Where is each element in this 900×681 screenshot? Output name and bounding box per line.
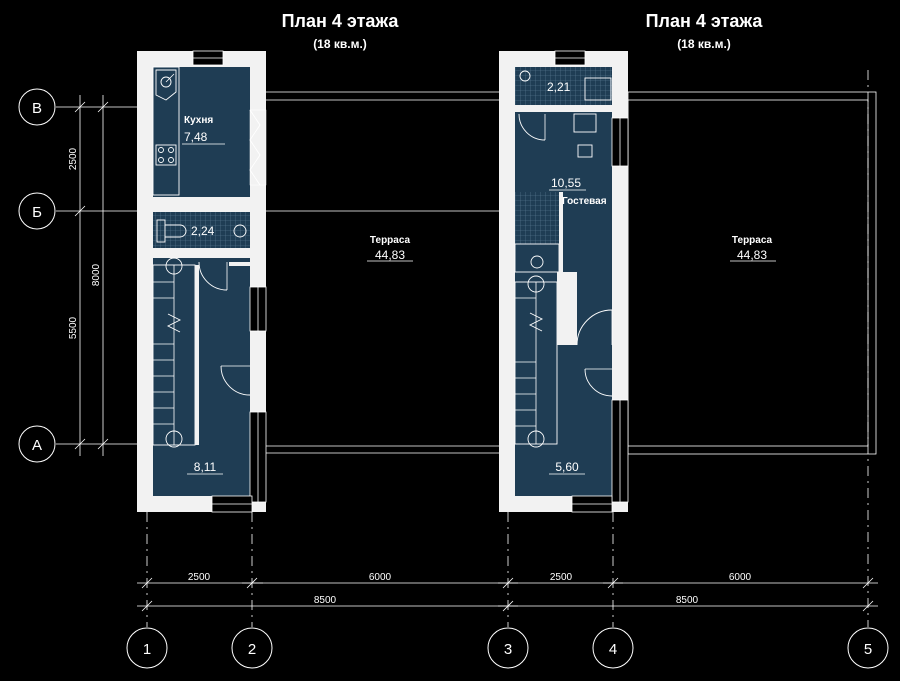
dim-v-bottom: 5500 xyxy=(68,316,79,339)
dim-h-left-b: 6000 xyxy=(369,572,392,583)
axis-label-a: А xyxy=(32,437,42,454)
axis-bubble-3 xyxy=(487,627,529,669)
dim-h-left-total: 8500 xyxy=(314,595,337,606)
guest-name: Гостевая xyxy=(562,196,607,207)
axis-bubble-b xyxy=(18,192,56,230)
title-left: План 4 этажа xyxy=(282,11,400,31)
kitchen-area: 7,48 xyxy=(184,130,208,144)
module-left xyxy=(137,50,267,513)
axis-label-5: 5 xyxy=(864,641,872,658)
axis-bubble-1 xyxy=(126,627,168,669)
subtitle-left: (18 кв.м.) xyxy=(313,37,367,51)
terrace-left-name: Терраса xyxy=(370,235,411,246)
axis-label-b: Б xyxy=(32,204,42,221)
dim-v-top: 2500 xyxy=(68,147,79,170)
grid-columns xyxy=(146,70,869,627)
hall-right-area: 5,60 xyxy=(555,460,579,474)
dim-h-right-a: 2500 xyxy=(550,572,573,583)
axis-label-3: 3 xyxy=(504,641,512,658)
title-right: План 4 этажа xyxy=(646,11,764,31)
terrace-left-outline xyxy=(265,91,505,454)
axis-bubble-a xyxy=(18,425,56,463)
axis-bubble-v xyxy=(18,88,56,126)
axis-label-4: 4 xyxy=(609,641,617,658)
terrace-right-area: 44,83 xyxy=(737,248,767,262)
kitchen-name: Кухня xyxy=(184,115,213,126)
axis-bubble-2 xyxy=(231,627,273,669)
vertical-dimensions xyxy=(74,95,109,456)
dim-v-total: 8000 xyxy=(91,263,102,286)
terrace-left-area: 44,83 xyxy=(375,248,405,262)
axis-label-1: 1 xyxy=(143,641,151,658)
axis-bubble-4 xyxy=(592,627,634,669)
grid-rows xyxy=(56,106,505,445)
terrace-right-name: Терраса xyxy=(732,235,773,246)
bath-left-area: 2,24 xyxy=(191,224,215,238)
subtitle-right: (18 кв.м.) xyxy=(677,37,731,51)
axis-bubble-5 xyxy=(847,627,889,669)
dim-h-right-b: 6000 xyxy=(729,572,752,583)
bath-right-area: 2,21 xyxy=(547,80,571,94)
axis-label-2: 2 xyxy=(248,641,256,658)
module-right xyxy=(499,50,629,513)
terrace-right-outline xyxy=(627,91,877,455)
horizontal-dimensions xyxy=(137,577,878,612)
guest-area: 10,55 xyxy=(551,176,581,190)
axis-label-v: В xyxy=(32,100,42,117)
dim-h-right-total: 8500 xyxy=(676,595,699,606)
hall-left-area: 8,11 xyxy=(194,460,217,474)
dim-h-left-a: 2500 xyxy=(188,572,211,583)
